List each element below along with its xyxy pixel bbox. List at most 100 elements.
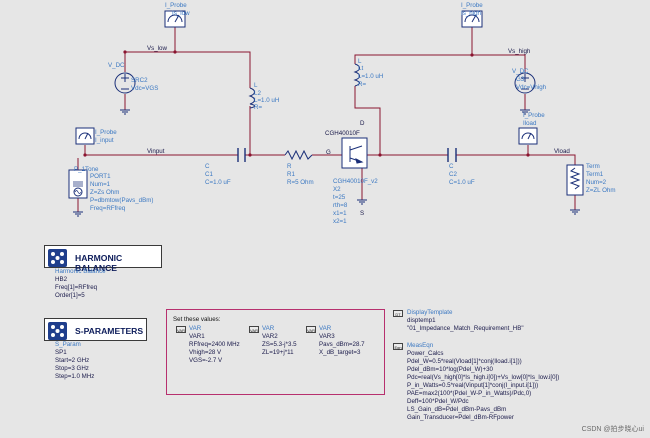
var1-icon: VAR <box>176 326 186 333</box>
meas-eqn-line-4[interactable]: PAE=max2(100*(Pdel_W-P_in_Watts)/Pdc,0) <box>407 390 532 397</box>
l2-value[interactable]: L=1.0 uH <box>254 97 280 104</box>
transistor-rth[interactable]: rth=8 <box>333 202 348 209</box>
net-vload[interactable]: Vload <box>554 148 570 155</box>
watermark: CSDN @拍步晓心ui <box>581 426 644 433</box>
transistor-pin-d: D <box>360 120 365 127</box>
net-vinput[interactable]: Vinput <box>147 148 165 155</box>
port1-p[interactable]: P=dbmtow(Pavs_dBm) <box>90 197 154 204</box>
port1-num[interactable]: Num=1 <box>90 181 111 188</box>
probe-iload-name[interactable]: Iload <box>523 120 537 127</box>
term1-name[interactable]: Term1 <box>586 171 604 178</box>
hb-name[interactable]: HB2 <box>55 276 68 283</box>
display-template-value[interactable]: "01_Impedance_Match_Requirement_HB" <box>407 325 524 332</box>
var1-line-1[interactable]: Vhigh=28 V <box>189 349 222 356</box>
wire-vs-low-right <box>125 51 251 88</box>
transistor-pin-g: G <box>326 149 331 156</box>
sp-step[interactable]: Step=1.0 MHz <box>55 373 95 380</box>
term1-num[interactable]: Num=2 <box>586 179 607 186</box>
g3-name[interactable]: G3 <box>516 76 525 83</box>
meas-eqn-line-7[interactable]: Gain_Transducer=Pdel_dBm-RFpower <box>407 414 514 421</box>
var2-line-1[interactable]: ZL=19+j*11 <box>262 349 294 356</box>
r1-value[interactable]: R=5 Ohm <box>287 179 314 186</box>
transistor-pin-s: S <box>360 210 365 217</box>
src2-name[interactable]: SRC2 <box>131 77 148 84</box>
port1-freq[interactable]: Freq=RFfreq <box>90 205 126 212</box>
port1-type: P_1Tone <box>74 166 99 173</box>
inductor-lt-icon <box>353 63 360 87</box>
set-values-box <box>166 309 385 395</box>
probe-is-low-type: I_Probe <box>165 2 187 9</box>
lt-name[interactable]: Lt <box>358 65 364 72</box>
display-template-name[interactable]: disptemp1 <box>407 317 436 324</box>
meas-eqn-icon: Eqn <box>393 343 403 350</box>
meas-eqn-line-2[interactable]: Pdc=real(Vs_high[0]*Is_high.i[0])+Vs_low… <box>407 374 560 381</box>
transistor-name[interactable]: CGH40010F_v2 <box>333 178 378 185</box>
var1-type: VAR <box>189 325 202 332</box>
transistor-cgh40010f-icon <box>341 137 368 169</box>
net-vs-high[interactable]: Vs_high <box>508 48 531 55</box>
transistor-t[interactable]: t=25 <box>333 194 346 201</box>
hb-type: Harmonic Balance <box>55 268 106 275</box>
var1-name[interactable]: VAR1 <box>189 333 205 340</box>
meas-eqn-line-5[interactable]: Deff=100*Pdel_W/Pdc <box>407 398 469 405</box>
var1-line-0[interactable]: RFfreq=2400 MHz <box>189 341 240 348</box>
capacitor-c1-icon <box>237 148 246 162</box>
sp-stop[interactable]: Stop=3 GHz <box>55 365 89 372</box>
probe-i-input-icon <box>75 127 95 145</box>
wire-vs-high-left <box>354 27 473 64</box>
var2-line-0[interactable]: ZS=5.3-j*3.5 <box>262 341 297 348</box>
src2-vdc[interactable]: Vdc=VGS <box>131 85 159 92</box>
l2-r[interactable]: R= <box>254 104 263 111</box>
c2-value[interactable]: C=1.0 uF <box>449 179 475 186</box>
transistor-x1[interactable]: x1=1 <box>333 210 347 217</box>
inductor-l2-icon <box>248 87 255 109</box>
var1-line-2[interactable]: VGS=-2.7 V <box>189 357 223 364</box>
meas-eqn-line-1[interactable]: Pdel_dBm=10*log(Pdel_W)+30 <box>407 366 493 373</box>
c1-value[interactable]: C=1.0 uF <box>205 179 231 186</box>
var3-name[interactable]: VAR3 <box>319 333 335 340</box>
meas-eqn-type: MeasEqn <box>407 342 434 349</box>
s-parameters-controller[interactable]: S-PARAMETERS <box>44 318 147 341</box>
hb-freq[interactable]: Freq[1]=RFfreq <box>55 284 98 291</box>
var2-name[interactable]: VAR2 <box>262 333 278 340</box>
probe-is-high-type: I_Probe <box>461 2 483 9</box>
display-template-icon: DT <box>393 310 403 317</box>
sp-name[interactable]: SP1 <box>55 349 67 356</box>
meas-eqn-line-6[interactable]: LS_Gain_dB=Pdel_dBm-Pavs_dBm <box>407 406 507 413</box>
port1-z[interactable]: Z=Zs Ohm <box>90 189 120 196</box>
term1-type: Term <box>586 163 600 170</box>
hb-order[interactable]: Order[1]=5 <box>55 292 85 299</box>
lt-value[interactable]: L=1.0 uH <box>358 73 384 80</box>
l2-name[interactable]: L2 <box>254 90 261 97</box>
c1-name[interactable]: C1 <box>205 171 213 178</box>
meas-eqn-line-3[interactable]: P_in_Watts=0.5*real(Vinput[1]*conj(I_inp… <box>407 382 539 389</box>
c2-name[interactable]: C2 <box>449 171 457 178</box>
term1-icon <box>566 164 584 196</box>
var3-icon: VAR <box>306 326 316 333</box>
probe-iload-type: I_Probe <box>523 112 545 119</box>
probe-is-high-name[interactable]: Is_high <box>461 10 481 17</box>
term1-z[interactable]: Z=ZL Ohm <box>586 187 616 194</box>
r1-name[interactable]: R1 <box>287 171 295 178</box>
transistor-x2[interactable]: x2=1 <box>333 218 347 225</box>
probe-i-input-name[interactable]: I_input <box>95 137 114 144</box>
port1-source-icon <box>68 169 88 199</box>
lt-r[interactable]: R= <box>358 81 367 88</box>
net-vs-low[interactable]: Vs_low <box>147 45 167 52</box>
probe-iload-icon <box>518 127 538 145</box>
var3-line-1[interactable]: X_dB_target=3 <box>319 349 361 356</box>
meas-eqn-name[interactable]: Power_Calcs <box>407 350 444 357</box>
transistor-model[interactable]: CGH40010F <box>325 130 360 137</box>
g3-vdc[interactable]: Vdc=Vhigh <box>516 84 547 91</box>
harmonic-balance-controller[interactable]: HARMONIC BALANCE <box>44 245 162 273</box>
port1-name[interactable]: PORT1 <box>90 173 111 180</box>
s-parameters-icon <box>48 322 67 340</box>
meas-eqn-line-0[interactable]: Pdel_W=0.5*real(Vload[1]*conj(Iload.i[1]… <box>407 358 522 365</box>
capacitor-c2-icon <box>447 148 457 162</box>
sp-start[interactable]: Start=2 GHz <box>55 357 90 364</box>
l2-type: L <box>254 82 258 89</box>
s-parameters-title: S-PARAMETERS <box>75 326 144 336</box>
var3-line-0[interactable]: Pavs_dBm=28.7 <box>319 341 365 348</box>
transistor-inst[interactable]: X2 <box>333 186 341 193</box>
probe-is-low-name[interactable]: Is_low <box>172 10 190 17</box>
